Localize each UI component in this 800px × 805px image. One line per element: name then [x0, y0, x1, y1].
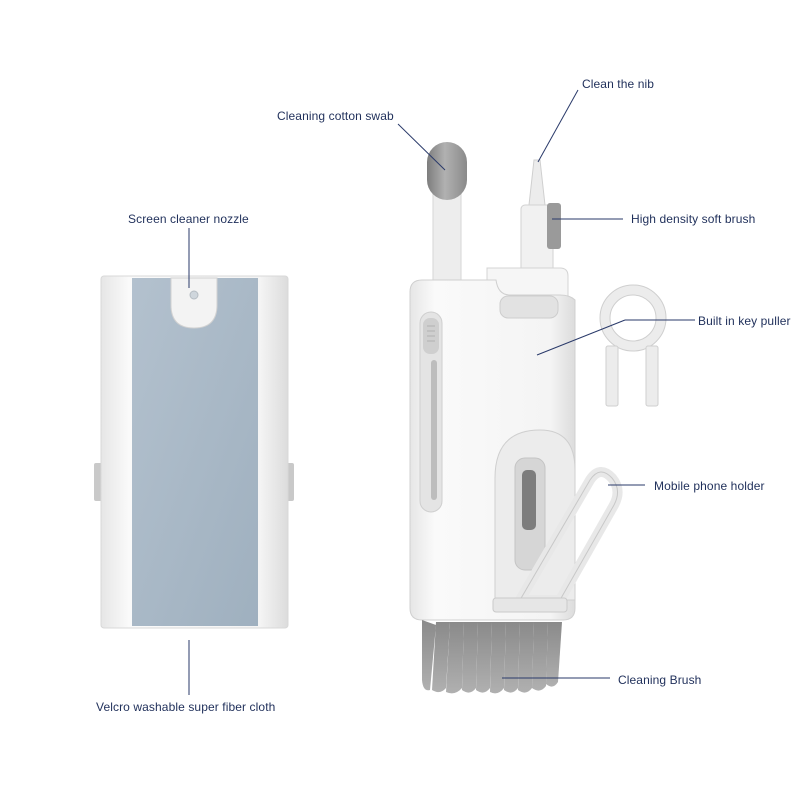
key-puller-ring	[600, 285, 666, 351]
phone-holder-outline	[519, 471, 618, 601]
leader-lines	[188, 89, 695, 695]
leader-cotton-swab	[397, 123, 446, 171]
label-cleaning-brush: Cleaning Brush	[618, 673, 702, 687]
screen-cleaner-bottle	[94, 275, 294, 629]
label-built-in-key-puller: Built in key puller	[698, 314, 791, 328]
nib-tip	[528, 159, 546, 206]
label-cleaning-cotton-swab: Cleaning cotton swab	[277, 109, 394, 123]
key-puller	[599, 284, 667, 407]
cotton-swab	[427, 142, 467, 293]
key-puller-prong-right	[645, 345, 659, 407]
label-velcro-washable-cloth: Velcro washable super fiber cloth	[96, 700, 276, 714]
nozzle-icon	[189, 290, 199, 300]
nib-pen	[520, 159, 561, 278]
leader-clean-nib	[537, 89, 579, 163]
label-mobile-phone-holder: Mobile phone holder	[654, 479, 765, 493]
cap-recess	[499, 295, 559, 319]
key-puller-prong-left	[605, 345, 619, 407]
microfiber-cloth	[132, 278, 258, 626]
label-high-density-soft-brush: High density soft brush	[631, 212, 756, 226]
swab-stem	[432, 191, 462, 293]
cleaning-kit	[409, 142, 623, 694]
soft-brush-tab	[547, 203, 561, 249]
base-bracket	[492, 597, 568, 613]
top-cap	[486, 267, 569, 301]
label-screen-cleaner-nozzle: Screen cleaner nozzle	[128, 212, 249, 226]
holder-mechanism	[522, 470, 536, 530]
label-clean-the-nib: Clean the nib	[582, 77, 655, 91]
leader-key-puller-a	[536, 319, 626, 356]
side-rail	[431, 360, 437, 500]
nozzle-housing	[170, 277, 218, 329]
cleaning-brush-bristles	[422, 620, 562, 694]
swab-tip	[427, 142, 467, 200]
